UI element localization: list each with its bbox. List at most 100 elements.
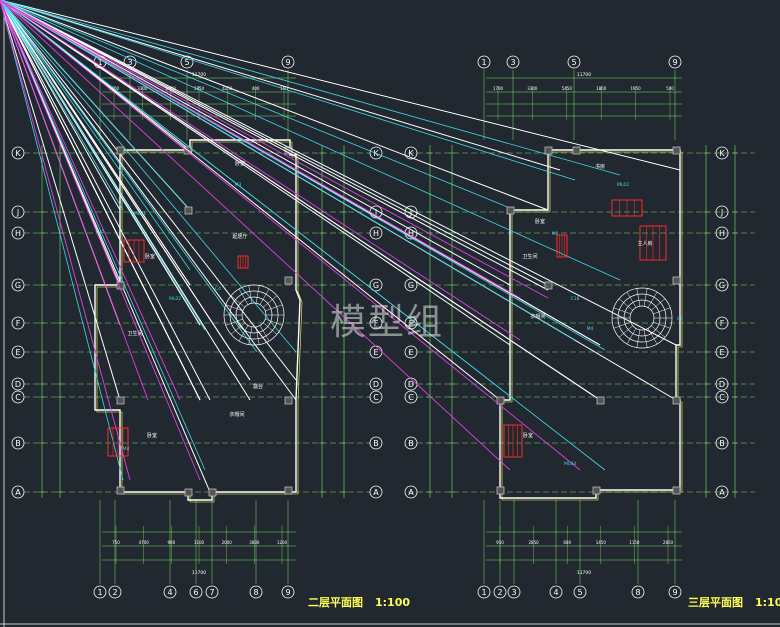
- plan2-row-bubble-left-G-circle: [11, 278, 25, 292]
- plan2-row-bubble-right-D-label: D: [373, 380, 379, 389]
- plan2-wall-inner-line: [96, 141, 303, 503]
- plan2-row-bubble-left-H-label: H: [15, 229, 21, 238]
- plan3-col-bubble-bot-8-circle: [631, 585, 645, 599]
- plan2-interior-wall-12: [0, 0, 201, 401]
- plan2-col-bubble-bot-9-label: 9: [285, 588, 290, 597]
- plan2-cyan-line-4: [0, 0, 206, 331]
- plan2-col-bubble-top-3-label: 3: [127, 58, 132, 67]
- plan3-cyan-line-3: [0, 0, 576, 341]
- plan3-structural-column-7: [596, 396, 605, 405]
- plan2-room-label-5: 衣帽间: [229, 411, 244, 418]
- plan2-cyan-line-1: [0, 0, 124, 481]
- plan2-stair-tread-100: [248, 326, 253, 345]
- plan3-row-bubble-left-B-circle: [404, 436, 418, 450]
- plan2-row-bubble-left-D-label: D: [15, 380, 21, 389]
- plan2-structural-column-10: [184, 488, 193, 497]
- plan3-stair-tread-320: [651, 298, 666, 311]
- plan2-col-bubble-bot-7-circle: [205, 585, 219, 599]
- plan3-col-bubble-top-3-label: 3: [510, 58, 515, 67]
- plan2-col-bubble-bot-9-circle: [281, 585, 295, 599]
- plan3-col-bubble-top-9-label: 9: [672, 58, 677, 67]
- plan3-row-bubble-left-E-circle: [404, 345, 418, 359]
- plan2-stair-tread-220: [230, 295, 245, 308]
- plan3-structural-column-2: [672, 146, 681, 155]
- plan3-note-5: C4: [677, 316, 683, 322]
- plan2-dim-top-4: 4250: [222, 86, 233, 91]
- plan2-structural-column-1: [116, 146, 125, 155]
- plan2-row-bubble-left-E-label: E: [15, 348, 20, 357]
- plan3-structural-column-3: [506, 206, 515, 215]
- plan2-col-bubble-bot-8-circle: [249, 585, 263, 599]
- plan2-row-bubble-right-C-circle: [369, 390, 383, 404]
- plan3-stair-tread-160: [613, 321, 631, 329]
- plan3-magenta-line-3: [0, 0, 521, 341]
- plan2-cyan-line-6: [0, 0, 258, 353]
- plan3-stair-tread-120: [626, 328, 637, 345]
- plan3-row-bubble-left-G-circle: [404, 278, 418, 292]
- plan2-row-bubble-left-F-label: F: [16, 319, 21, 328]
- plan3-room-label-4: 卧室: [523, 432, 533, 439]
- plan2-stair-tread-240: [238, 288, 249, 305]
- plan3-structural-column-4: [544, 281, 553, 290]
- plan2-row-bubble-left-A-label: A: [15, 488, 21, 497]
- plan3-cyan-line-2: [0, 0, 576, 181]
- plan3-stair-tread-100: [636, 329, 641, 348]
- plan3-interior-wall-2: [0, 0, 511, 286]
- plan3-structural-column-10: [592, 486, 601, 495]
- plan3-stair-tread-140: [618, 325, 633, 338]
- plan3-row-bubble-left-A-label: A: [408, 488, 414, 497]
- plan2-stair-tread-340: [265, 304, 283, 312]
- plan2-row-bubble-left-H-circle: [11, 226, 25, 240]
- plan3-stair-tread-40: [651, 325, 666, 338]
- plan2-magenta-line-2: [0, 0, 131, 481]
- plan3-room-label-2: 卫生间: [522, 253, 537, 260]
- plan3-row-bubble-right-B-circle: [715, 436, 729, 450]
- plan3-interior-wall-10: [0, 0, 601, 401]
- plan2-interior-wall-0: [0, 0, 121, 211]
- plan2-row-bubble-right-K-circle: [369, 146, 383, 160]
- plan3-magenta-line-1: [0, 0, 549, 299]
- plan3-stair-tread-80: [643, 329, 648, 348]
- plan2-col-bubble-bot-8-label: 8: [253, 588, 258, 597]
- plan2-cyan-line-2: [0, 0, 191, 211]
- plan3-dim-top-1: 3300: [527, 86, 538, 91]
- plan3-stair-ring-12: [629, 305, 655, 331]
- plan3-row-bubble-right-F-label: F: [720, 319, 725, 328]
- plan2-row-bubble-left-F-circle: [11, 316, 25, 330]
- plan2-structural-column-3: [184, 206, 193, 215]
- plan3-row-bubble-left-H-label: H: [408, 229, 414, 238]
- plan3-col-bubble-top-5-label: 5: [571, 58, 576, 67]
- plan3-row-bubble-right-H-label: H: [719, 229, 725, 238]
- plan3-col-bubble-bot-9-circle: [668, 585, 682, 599]
- plan2-row-bubble-left-C-circle: [11, 390, 25, 404]
- plan2-room-label-0: 卧室: [235, 160, 245, 167]
- plan2-row-bubble-right-H-circle: [369, 226, 383, 240]
- plan2-row-bubble-left-K-circle: [11, 146, 25, 160]
- plan2-col-bubble-bot-1-label: 1: [97, 588, 102, 597]
- plan2-dim-overall-bot: 11700: [192, 570, 206, 576]
- plan2-cyan-line-3: [0, 0, 191, 271]
- plan3-interior-wall-13: [0, 0, 677, 346]
- plan3-col-bubble-top-1-label: 1: [481, 58, 486, 67]
- plan3-stair-tread-280: [643, 288, 648, 307]
- plan3-cyan-line-4: [0, 0, 606, 351]
- plan2-row-bubble-right-D-circle: [369, 377, 383, 391]
- plan2-col-bubble-bot-2-label: 2: [112, 588, 117, 597]
- plan2-interior-wall-18: [0, 0, 251, 381]
- plan3-stair-tread-220: [618, 298, 633, 311]
- plan3-dim-bot-3: 1450: [596, 540, 607, 545]
- plan3-col-bubble-bot-2-label: 2: [497, 588, 502, 597]
- plan3-col-bubble-top-1-circle: [477, 55, 491, 69]
- plan3-row-bubble-right-K-circle: [715, 146, 729, 160]
- plan2-row-bubble-right-H-label: H: [373, 229, 379, 238]
- plan2-row-bubble-right-E-label: E: [373, 348, 378, 357]
- plan2-structural-column-5: [284, 276, 293, 285]
- plan2-row-bubble-left-J-circle: [11, 205, 25, 219]
- plan2-row-bubble-left-K-label: K: [15, 149, 21, 158]
- plan3-room-label-3: 衣帽间: [530, 313, 545, 320]
- plan2-col-bubble-bot-6-circle: [189, 585, 203, 599]
- plan2-col-bubble-top-5-label: 5: [184, 58, 189, 67]
- plan2-interior-wall-15: [0, 0, 211, 493]
- plan2-note-2: ML01: [134, 211, 146, 217]
